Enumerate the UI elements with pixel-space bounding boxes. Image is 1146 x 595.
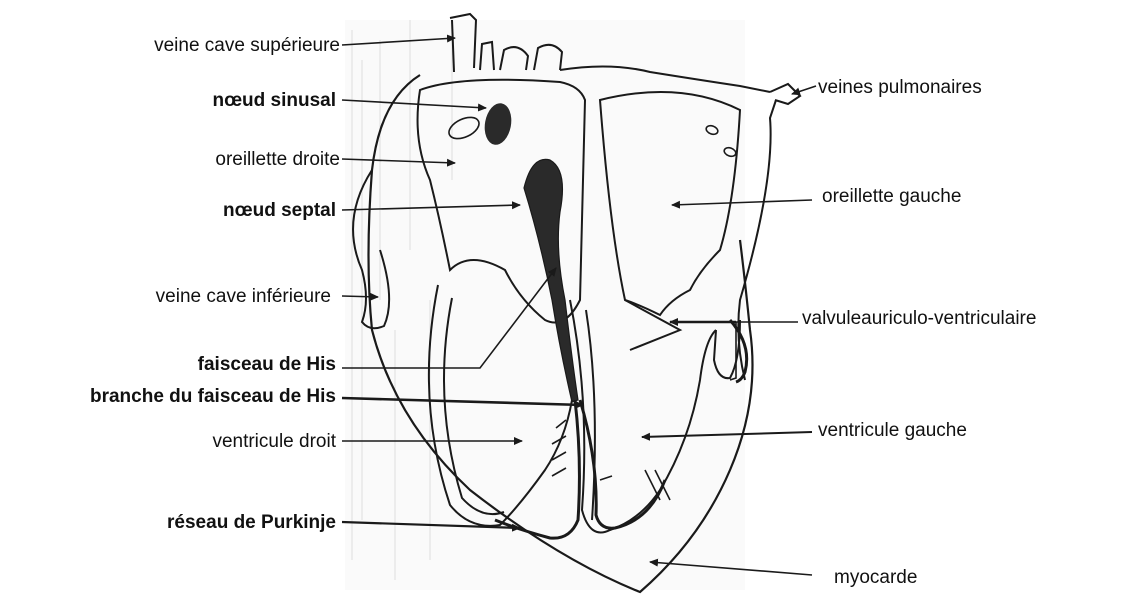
label-oreillette-droite: oreillette droite	[215, 150, 340, 169]
leader-veine-cave-inferieure	[342, 296, 378, 297]
pulmonary-veins	[738, 84, 800, 380]
label-noeud-sinusal: nœud sinusal	[213, 91, 337, 110]
label-reseau-de-purkinje: réseau de Purkinje	[167, 513, 336, 532]
label-myocarde: myocarde	[834, 568, 917, 587]
label-valvule-auriculo-ventriculaire: valvuleauriculo-ventriculaire	[802, 309, 1036, 328]
label-branche-faisceau-de-his: branche du faisceau de His	[90, 387, 336, 406]
label-ventricule-droit: ventricule droit	[212, 432, 336, 451]
label-faisceau-de-his: faisceau de His	[198, 355, 336, 374]
label-oreillette-gauche: oreillette gauche	[822, 187, 961, 206]
label-noeud-septal: nœud septal	[223, 201, 336, 220]
label-veine-cave-superieure: veine cave supérieure	[154, 36, 340, 55]
label-ventricule-gauche: ventricule gauche	[818, 421, 967, 440]
scan-texture	[345, 20, 745, 590]
label-veine-cave-inferieure: veine cave inférieure	[156, 287, 331, 306]
leader-veines-pulmonaires	[792, 86, 816, 94]
label-veines-pulmonaires: veines pulmonaires	[818, 78, 982, 97]
